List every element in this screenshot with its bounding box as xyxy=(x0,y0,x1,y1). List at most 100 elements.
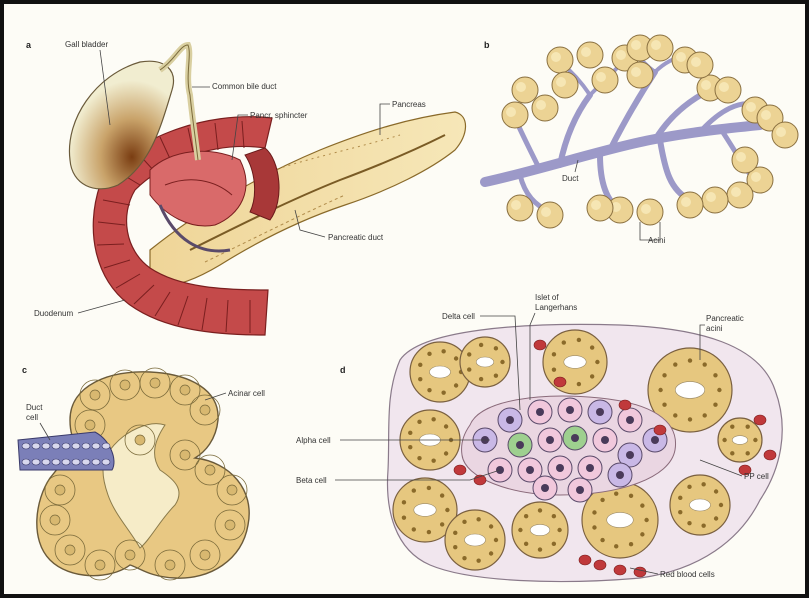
nucleus xyxy=(50,515,60,525)
acinus-nucleus xyxy=(673,362,677,366)
label-alpha-cell: Alpha cell xyxy=(296,436,331,445)
label-gall-bladder: Gall bladder xyxy=(65,40,108,49)
duct-cell xyxy=(92,459,100,465)
acinus-highlight xyxy=(631,40,641,50)
nucleus xyxy=(227,485,237,495)
acinus-nucleus xyxy=(722,438,726,442)
acini-group xyxy=(502,35,798,228)
acinus-nucleus xyxy=(453,545,457,549)
red-blood-cell xyxy=(754,415,766,425)
label-islet-2: Langerhans xyxy=(535,303,577,312)
label-acinar-cell: Acinar cell xyxy=(228,389,265,398)
nucleus xyxy=(200,405,210,415)
red-blood-cell xyxy=(654,425,666,435)
acinus-nucleus xyxy=(500,360,504,364)
nucleus xyxy=(135,435,145,445)
label-beta-cell: Beta cell xyxy=(296,476,327,485)
acinus-nucleus xyxy=(402,500,406,504)
red-blood-cell xyxy=(534,340,546,350)
acinus-nucleus xyxy=(412,488,416,492)
acinus-nucleus xyxy=(640,503,644,507)
acinus-lumen-d xyxy=(675,382,704,399)
label-pancreas: Pancreas xyxy=(392,100,426,109)
label-duct-b: Duct xyxy=(562,174,579,183)
acinus-nucleus xyxy=(662,403,666,407)
acinus-nucleus xyxy=(462,556,466,560)
acinus-highlight xyxy=(719,82,729,92)
duct-cell xyxy=(42,443,50,449)
label-common-bile-duct: Common bile duct xyxy=(212,82,277,91)
acinus-nucleus xyxy=(479,377,483,381)
acinus-highlight xyxy=(631,67,641,77)
acinus-nucleus xyxy=(494,538,498,542)
acinus-nucleus xyxy=(662,373,666,377)
acinus-nucleus xyxy=(427,486,431,490)
acinus-nucleus xyxy=(444,424,448,428)
islet-nucleus xyxy=(601,436,609,444)
acinus-nucleus xyxy=(402,515,406,519)
duct-cell xyxy=(82,443,90,449)
red-blood-cell xyxy=(634,567,646,577)
acinus-nucleus xyxy=(688,358,692,362)
islet-nucleus xyxy=(526,466,534,474)
acinus-nucleus xyxy=(431,458,435,462)
acinus-nucleus xyxy=(713,403,717,407)
label-pancreatic-duct: Pancreatic duct xyxy=(328,233,384,242)
acinus-highlight xyxy=(706,192,716,202)
acinus-highlight xyxy=(651,40,661,50)
acinus-nucleus xyxy=(688,417,692,421)
acinus-highlight xyxy=(536,100,546,110)
nucleus xyxy=(55,485,65,495)
label-panc-acini-1: Pancreatic xyxy=(706,314,744,323)
acinus-nucleus xyxy=(453,531,457,535)
acinus-nucleus xyxy=(557,528,561,532)
acinus-lumen-d xyxy=(414,504,436,517)
acinus-nucleus xyxy=(444,451,448,455)
acinus-nucleus xyxy=(494,346,498,350)
islet-nucleus xyxy=(651,436,659,444)
acinus-highlight xyxy=(641,204,651,214)
acinus-highlight xyxy=(761,110,771,120)
acinus-nucleus xyxy=(687,521,691,525)
acinus-nucleus xyxy=(614,491,618,495)
nucleus xyxy=(95,560,105,570)
acinus-highlight xyxy=(556,77,566,87)
acinus-nucleus xyxy=(489,551,493,555)
label-islet-1: Islet of xyxy=(535,293,559,302)
label-duodenum: Duodenum xyxy=(34,309,73,318)
acinus-nucleus xyxy=(476,517,480,521)
acinus-nucleus xyxy=(730,424,734,428)
islet-nucleus xyxy=(616,471,624,479)
nucleus xyxy=(65,545,75,555)
acinus-nucleus xyxy=(427,388,431,392)
duct-cell xyxy=(102,459,110,465)
acinus-nucleus xyxy=(431,417,435,421)
islet-nucleus xyxy=(516,441,524,449)
acinus-highlight xyxy=(506,107,516,117)
nucleus xyxy=(85,420,95,430)
acinus-nucleus xyxy=(494,373,498,377)
acinus-highlight xyxy=(736,152,746,162)
acinus-nucleus xyxy=(590,374,594,378)
acinus-nucleus xyxy=(476,558,480,562)
acinus-nucleus xyxy=(719,503,723,507)
islet-nucleus xyxy=(626,416,634,424)
acinus-highlight xyxy=(751,172,761,182)
acinus-nucleus xyxy=(703,413,707,417)
acinus-nucleus xyxy=(746,451,750,455)
acinus-nucleus xyxy=(629,494,633,498)
acinus-lumen-d xyxy=(530,524,550,535)
acinus-highlight xyxy=(701,80,711,90)
duct-cell xyxy=(102,443,110,449)
acinus-highlight xyxy=(591,200,601,210)
acinus-nucleus xyxy=(678,496,682,500)
acinus-lumen-d xyxy=(732,436,747,445)
red-blood-cell xyxy=(764,450,776,460)
acinus-nucleus xyxy=(658,388,662,392)
acinus-highlight xyxy=(676,52,686,62)
acinus-highlight xyxy=(776,127,786,137)
duct-cell xyxy=(42,459,50,465)
acinus-highlight xyxy=(581,47,591,57)
acinus-highlight xyxy=(691,57,701,67)
